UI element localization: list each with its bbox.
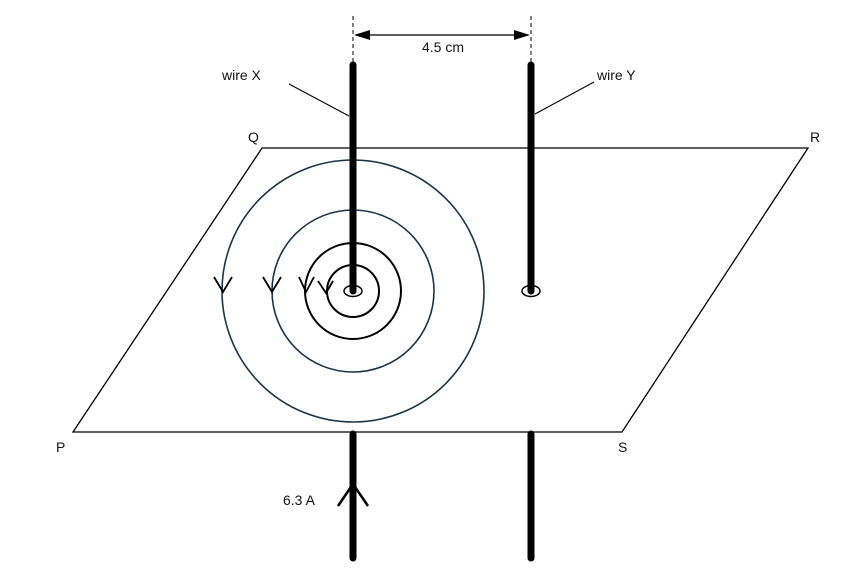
wire-x-leader (288, 83, 350, 117)
wire-y-leader (534, 81, 595, 115)
wire-x-label: wire X (221, 67, 262, 83)
arrow-icon (317, 280, 334, 295)
current-arrow-icon (336, 481, 370, 507)
wire-y-label: wire Y (596, 67, 636, 83)
arrow-icon (262, 276, 282, 294)
corner-label-q: Q (248, 129, 259, 145)
arrow-icon (213, 276, 233, 294)
corner-label-s: S (618, 439, 627, 455)
dimension-arrowhead-left (354, 30, 370, 40)
wire-x-hole (343, 284, 363, 298)
plane-pqrs (71, 147, 810, 433)
dimension-arrowhead-right (514, 30, 530, 40)
field-direction-arrows (213, 276, 334, 295)
corner-label-r: R (810, 129, 820, 145)
distance-label: 4.5 cm (422, 39, 464, 55)
current-label: 6.3 A (283, 492, 316, 508)
corner-label-p: P (56, 439, 65, 455)
wire-y-hole (521, 284, 541, 298)
arrow-icon (298, 276, 315, 295)
